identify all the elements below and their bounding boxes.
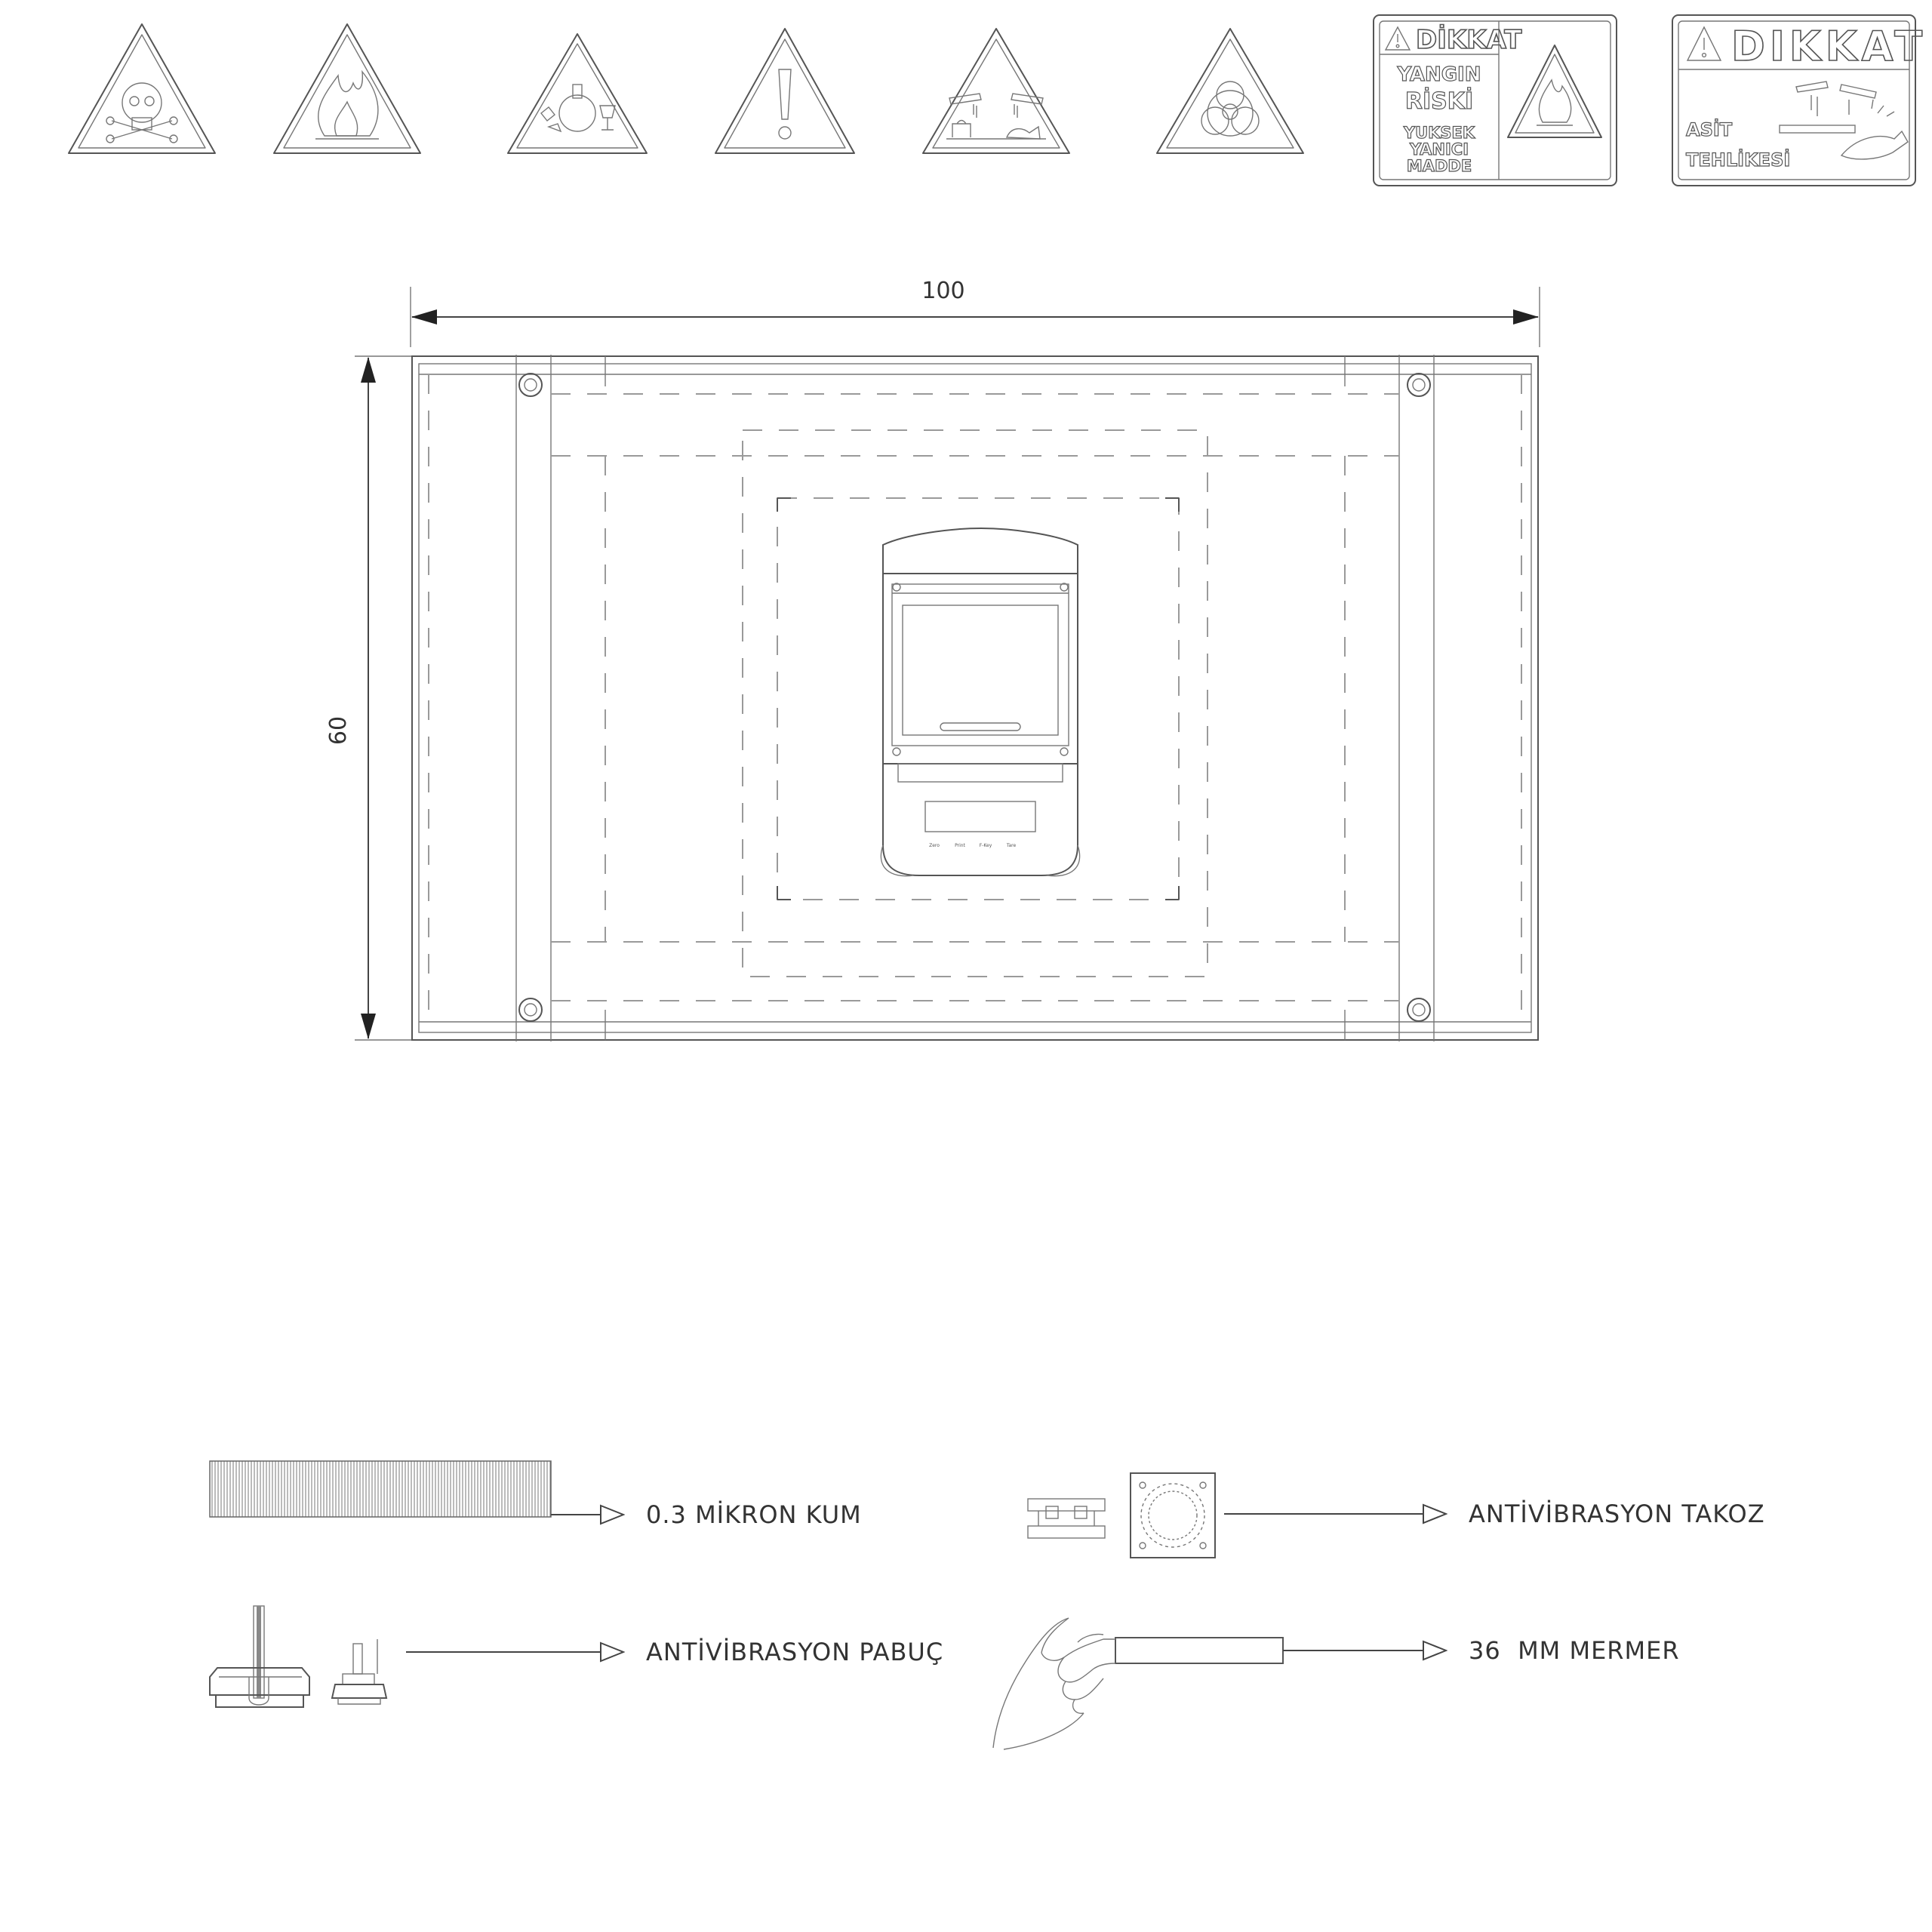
width-dimension: 100 (410, 278, 1540, 347)
anchor-bolt-top-right (1407, 373, 1431, 397)
legend-label: ANTİVİBRASYON PABUÇ (646, 1638, 943, 1666)
sign-line: YANGIN (1397, 63, 1481, 86)
height-dimension: 60 (325, 355, 415, 1041)
anchor-bolt-bottom-left (518, 998, 543, 1022)
corrosive-icon (922, 28, 1070, 154)
sign-line: YANICI (1409, 140, 1469, 158)
sand-layer-icon (209, 1460, 552, 1518)
corrosive-icon (1779, 81, 1909, 160)
flammable-flame-icon (273, 23, 421, 154)
legend-item-antivibration-pad: ANTİVİBRASYON TAKOZ (1027, 1472, 1765, 1558)
balance-button-label: Zero (929, 843, 940, 848)
legend-label: ANTİVİBRASYON TAKOZ (1469, 1500, 1765, 1528)
antivibration-pad-icon (1027, 1472, 1216, 1558)
leveling-foot-icon (209, 1605, 388, 1708)
biohazard-icon (1156, 28, 1304, 154)
glass-breakage-icon (507, 33, 648, 154)
legend-label: 0.3 MİKRON KUM (646, 1500, 862, 1529)
sign-line: TEHLİKESİ (1686, 149, 1790, 171)
balance-buttons: Zero Print F-Key Tare (929, 843, 1016, 848)
warning-triangle-icon (1384, 26, 1411, 51)
sign-line: MADDE (1407, 157, 1472, 175)
balance-door-handle (940, 722, 1021, 731)
exclamation-warning-icon (715, 28, 855, 154)
legend-label: 36 MM MERMER (1469, 1636, 1680, 1665)
height-label: 60 (325, 716, 352, 745)
anchor-bolt-top-left (518, 373, 543, 397)
width-label: 100 (921, 278, 964, 304)
legend: 0.3 MİKRON KUM ANTİVİBRASYON TAKOZ (209, 1460, 1765, 1750)
sign-line: YUKSEK (1403, 124, 1475, 142)
legend-item-marble-slab: 36 MM MERMER (992, 1617, 1680, 1750)
toxic-skull-icon (68, 23, 216, 154)
marble-slab-icon (1115, 1637, 1284, 1664)
hazard-icons-row (68, 23, 1304, 154)
anchor-bolt-bottom-right (1407, 998, 1431, 1022)
balance-button-label: F-Key (980, 843, 992, 848)
balance-display (924, 801, 1036, 832)
analytical-balance: Zero Print F-Key Tare (880, 527, 1081, 877)
legend-item-sand: 0.3 MİKRON KUM (209, 1460, 862, 1529)
sign-line: RİSKİ (1405, 88, 1473, 115)
sign-line: ASİT (1686, 118, 1733, 140)
fire-risk-sign: DİKKAT YANGIN RİSKİ YUKSEK YANICI MADDE (1373, 14, 1617, 186)
acid-hazard-sign: DIKKAT ASİT TEHLİKESİ (1672, 14, 1927, 186)
hand-icon (992, 1617, 1116, 1750)
balance-button-label: Tare (1006, 843, 1017, 848)
table-plan (411, 355, 1539, 1041)
balance-button-label: Print (955, 843, 965, 848)
warning-triangle-icon (1686, 26, 1722, 61)
legend-item-leveling-foot: ANTİVİBRASYON PABUÇ (209, 1605, 943, 1708)
flammable-flame-icon (1507, 45, 1602, 138)
sign-title: DİKKAT (1416, 24, 1522, 55)
sign-title: DIKKAT (1731, 23, 1927, 70)
